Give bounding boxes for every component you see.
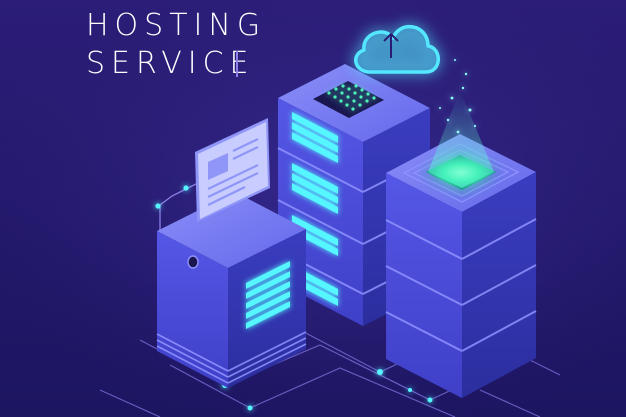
connector-dots — [155, 185, 189, 209]
cloud-upload-icon — [354, 24, 440, 74]
server-left-vents — [246, 261, 290, 329]
server-left-top — [157, 192, 306, 268]
data-particles — [439, 59, 477, 134]
server-chip-icon — [313, 81, 384, 118]
server-left — [156, 192, 307, 388]
title-line-1: HOSTING — [86, 8, 267, 43]
upload-beam — [428, 90, 494, 188]
web-document-icon — [195, 118, 270, 222]
title-line-2: SERVICE — [86, 46, 255, 81]
network-port — [187, 255, 199, 269]
server-right — [385, 90, 537, 398]
title-accent-bar — [236, 51, 238, 77]
